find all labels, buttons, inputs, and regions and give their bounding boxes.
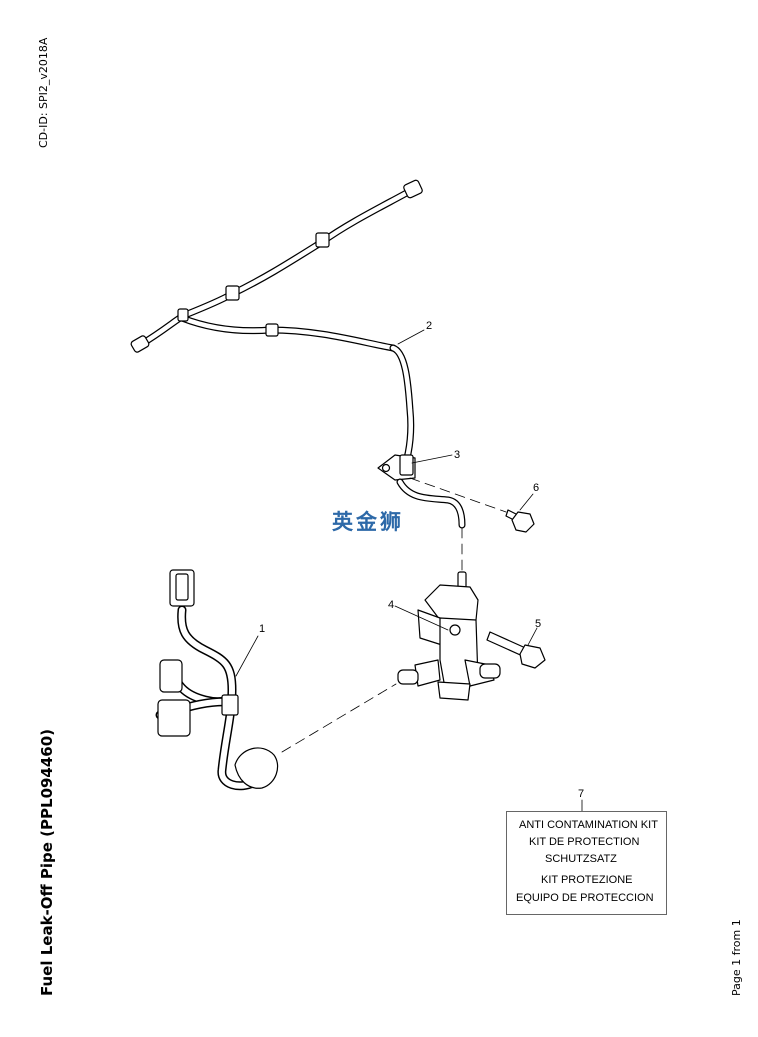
callout-1: 1 — [259, 623, 265, 635]
valve-block — [397, 571, 501, 701]
callout-3: 3 — [454, 449, 460, 461]
kit-line-en: ANTI CONTAMINATION KIT — [519, 819, 658, 831]
return-pipe — [396, 478, 466, 529]
kit-line-fr: KIT DE PROTECTION — [529, 836, 640, 848]
callout-4: 4 — [388, 599, 394, 611]
assembly-line — [281, 477, 507, 753]
bolt-5 — [486, 631, 546, 669]
kit-line-it: KIT PROTEZIONE — [541, 874, 633, 886]
hose-connector — [157, 569, 279, 789]
callout-6: 6 — [533, 482, 539, 494]
bolt-6 — [505, 509, 535, 533]
callout-5: 5 — [535, 618, 541, 630]
watermark: 英金狮 — [332, 510, 404, 534]
callout-7: 7 — [578, 788, 584, 800]
callout-2: 2 — [426, 320, 432, 332]
injector-connector — [130, 179, 423, 353]
kit-line-de: SCHUTZSATZ — [545, 853, 617, 865]
pipe-clip — [377, 454, 416, 481]
kit-label-box: ANTI CONTAMINATION KIT KIT DE PROTECTION… — [506, 811, 667, 915]
leader-line — [235, 329, 583, 812]
kit-line-es: EQUIPO DE PROTECCION — [516, 892, 654, 904]
